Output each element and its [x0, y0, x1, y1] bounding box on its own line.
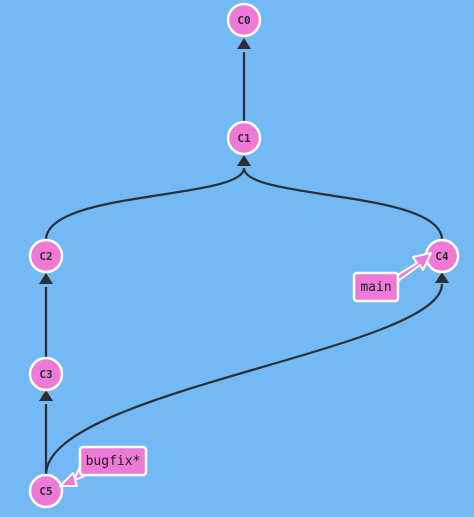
edge-c5-c4 — [44, 283, 444, 476]
commit-c3[interactable]: C3 — [28, 356, 64, 392]
arrowhead-c1-left — [237, 155, 251, 166]
commit-c2[interactable]: C2 — [28, 238, 64, 274]
parent-links — [39, 38, 449, 476]
commit-c5[interactable]: C5 — [28, 473, 64, 509]
commit-label: C2 — [39, 250, 52, 263]
branch-label-box — [78, 445, 148, 477]
commit-circle — [28, 238, 64, 274]
arrowhead-c3 — [39, 390, 53, 401]
arrowhead-c2 — [39, 273, 53, 284]
branch-label-bugfix: bugfix* — [86, 454, 141, 469]
commit-label: C0 — [237, 14, 250, 27]
commit-c4[interactable]: C4 — [424, 238, 460, 274]
commit-label: C4 — [435, 250, 449, 263]
commit-label: C5 — [39, 485, 52, 498]
edge-c4-c1 — [242, 167, 444, 241]
edge-c2-c1 — [44, 167, 246, 241]
arrowhead-c4 — [435, 272, 449, 283]
commit-c0[interactable]: C0 — [226, 2, 262, 38]
branch-ref-main[interactable]: main — [352, 252, 432, 303]
commit-circle — [28, 473, 64, 509]
commit-label: C1 — [237, 132, 251, 145]
commit-circle — [28, 356, 64, 392]
commit-label: C3 — [39, 368, 52, 381]
commit-c1[interactable]: C1 — [226, 120, 262, 156]
arrowhead-c0 — [237, 38, 251, 49]
branch-label-box — [352, 271, 400, 303]
branch-ref-bugfix[interactable]: bugfix* — [59, 445, 148, 487]
branch-label-main: main — [360, 280, 391, 295]
commit-circle — [226, 120, 262, 156]
commit-circle — [226, 2, 262, 38]
